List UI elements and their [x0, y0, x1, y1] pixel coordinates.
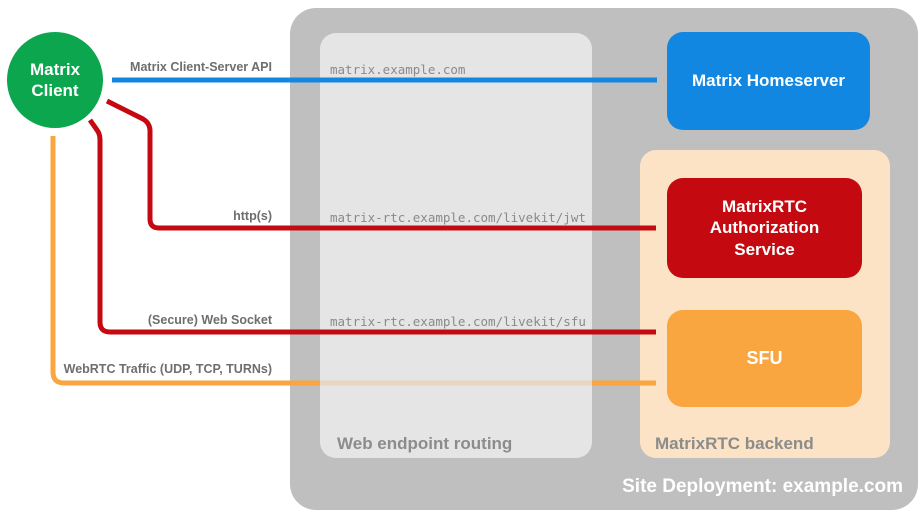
route-livekit-jwt: matrix-rtc.example.com/livekit/jwt	[330, 210, 586, 225]
node-matrix-client: Matrix Client	[7, 32, 103, 128]
arrow-webrtc-left	[50, 136, 320, 386]
auth-service-label: MatrixRTC Authorization Service	[709, 197, 820, 259]
matrixrtc-backend-label: MatrixRTC backend	[655, 434, 814, 453]
matrix-client-label: Matrix Client	[29, 59, 81, 100]
site-deployment-label: Site Deployment: example.com	[622, 476, 903, 497]
route-matrix-example-com: matrix.example.com	[330, 62, 466, 77]
node-matrixrtc-authorization-service: MatrixRTC Authorization Service	[667, 178, 862, 278]
webrtc-traffic-label: WebRTC Traffic (UDP, TCP, TURNs)	[63, 362, 272, 376]
https-label: http(s)	[233, 209, 272, 223]
websocket-label: (Secure) Web Socket	[147, 313, 272, 327]
matrix-homeserver-label: Matrix Homeserver	[691, 71, 846, 91]
web-endpoint-routing-panel	[320, 33, 592, 458]
node-sfu: SFU	[667, 310, 862, 407]
route-livekit-sfu: matrix-rtc.example.com/livekit/sfu	[330, 314, 586, 329]
web-endpoint-routing-label: Web endpoint routing	[337, 434, 513, 453]
node-matrix-homeserver: Matrix Homeserver	[667, 32, 870, 130]
client-server-api-label: Matrix Client-Server API	[130, 60, 272, 74]
sfu-label: SFU	[746, 348, 783, 369]
